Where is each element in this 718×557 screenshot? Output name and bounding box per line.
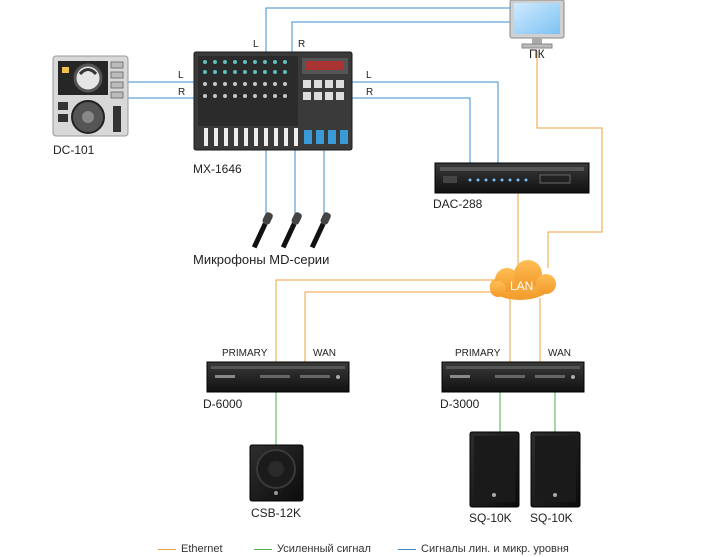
d3000-primary-label: PRIMARY bbox=[455, 348, 501, 359]
dc-out-l-label: L bbox=[178, 70, 184, 81]
legend-amplified-swatch bbox=[254, 549, 272, 550]
amplified-connections bbox=[275, 392, 556, 445]
d6000-primary-label: PRIMARY bbox=[222, 348, 268, 359]
legend-line-label: Сигналы лин. и микр. уровня bbox=[421, 543, 569, 555]
d6000-wan-label: WAN bbox=[313, 348, 336, 359]
lan-to-d6000-wan-line bbox=[304, 291, 508, 362]
mixer-r-to-pc-line bbox=[291, 21, 510, 52]
csb12k-device bbox=[249, 444, 304, 502]
mixer-out-r-label: R bbox=[366, 87, 374, 98]
lan-cloud-icon bbox=[490, 260, 556, 300]
sq10k-left-label: SQ-10K bbox=[469, 511, 512, 525]
microphones-label: Микрофоны MD-серии bbox=[193, 252, 330, 267]
ethernet-connections bbox=[275, 50, 603, 362]
legend-line-swatch bbox=[398, 549, 416, 550]
line-level-connections bbox=[128, 7, 510, 213]
d3000-device bbox=[441, 361, 585, 393]
d3000-wan-label: WAN bbox=[548, 348, 571, 359]
dc101-device bbox=[52, 55, 129, 137]
mixer-l-to-pc-line bbox=[265, 7, 510, 52]
dac288-device bbox=[434, 162, 590, 194]
mixer-l-to-dac-line bbox=[352, 81, 499, 163]
dc101-label: DC-101 bbox=[53, 143, 95, 157]
mixer-top-r-label: R bbox=[298, 39, 306, 50]
dc-out-r-label: R bbox=[178, 87, 186, 98]
sq10k-right-label: SQ-10K bbox=[530, 511, 573, 525]
d6000-label: D-6000 bbox=[203, 397, 243, 411]
pc-to-lan-line bbox=[536, 50, 603, 268]
csb12k-label: CSB-12K bbox=[251, 506, 302, 520]
mixer-r-to-dac-line bbox=[352, 97, 471, 163]
microphones-device bbox=[251, 212, 331, 249]
mx1646-device bbox=[193, 51, 353, 151]
pc-device bbox=[509, 0, 565, 49]
dac288-label: DAC-288 bbox=[433, 197, 483, 211]
legend-ethernet-swatch bbox=[158, 549, 176, 550]
sq10k-left-device bbox=[469, 431, 520, 508]
lan-label: LAN bbox=[510, 279, 534, 293]
d6000-device bbox=[206, 361, 350, 393]
mixer-top-l-label: L bbox=[253, 39, 259, 50]
mx1646-label: MX-1646 bbox=[193, 162, 242, 176]
lan-to-d6000-primary-line bbox=[275, 279, 502, 362]
mixer-out-l-label: L bbox=[366, 70, 372, 81]
pc-label: ПК bbox=[529, 47, 545, 61]
legend-amplified-label: Усиленный сигнал bbox=[277, 543, 371, 555]
sq10k-right-device bbox=[530, 431, 581, 508]
legend-ethernet-label: Ethernet bbox=[181, 543, 223, 555]
d3000-label: D-3000 bbox=[440, 397, 480, 411]
